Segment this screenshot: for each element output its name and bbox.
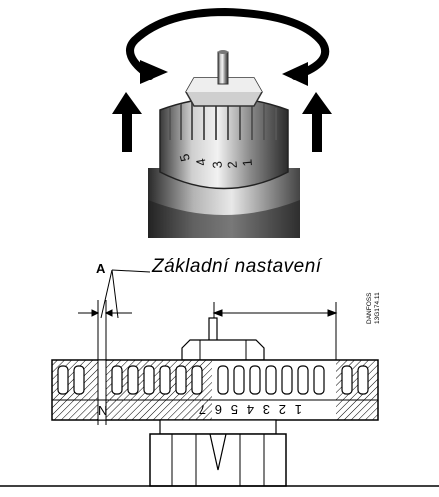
caption-basic-setting: Základní nastavení: [152, 256, 322, 277]
brand-mark: DANFOSS 13G174.11: [360, 266, 390, 326]
drawing-code: 13G174.11: [374, 292, 381, 324]
ring-marker-n: N: [98, 403, 107, 418]
scale-digit: 4: [247, 402, 254, 417]
scale-digit: 7: [199, 402, 206, 417]
up-arrow-icon: [302, 92, 332, 152]
spindle: [217, 51, 229, 85]
dial-numbers: 1 2 3 4 5: [177, 152, 255, 169]
dial-number: 4: [193, 157, 209, 167]
circular-rotate-arrow-icon: [126, 7, 330, 86]
brand-name: DANFOSS: [366, 292, 373, 324]
setting-dial: [159, 97, 289, 190]
dial-ribs: [169, 98, 277, 140]
scale-digit: 5: [231, 402, 238, 417]
scale-digit: 6: [215, 402, 222, 417]
callout-label-a: A: [96, 261, 106, 276]
technical-drawing: [0, 269, 439, 487]
dial-number: 3: [209, 161, 225, 170]
valve-photo: 1 2 3 4 5: [148, 50, 300, 238]
dial-number: 5: [177, 152, 193, 163]
up-arrow-icon: [112, 92, 142, 152]
dial-number: 1: [239, 159, 255, 168]
scale-digit: 1: [295, 402, 302, 417]
dial-number: 2: [224, 161, 240, 170]
scale-digit: 3: [263, 402, 270, 417]
scale-digit: 2: [279, 402, 286, 417]
